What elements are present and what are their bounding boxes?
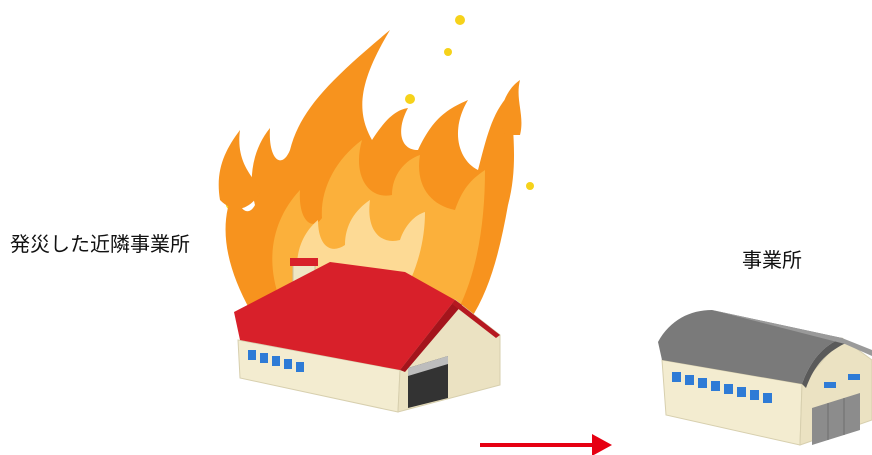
- arrow-right-icon: [0, 0, 872, 455]
